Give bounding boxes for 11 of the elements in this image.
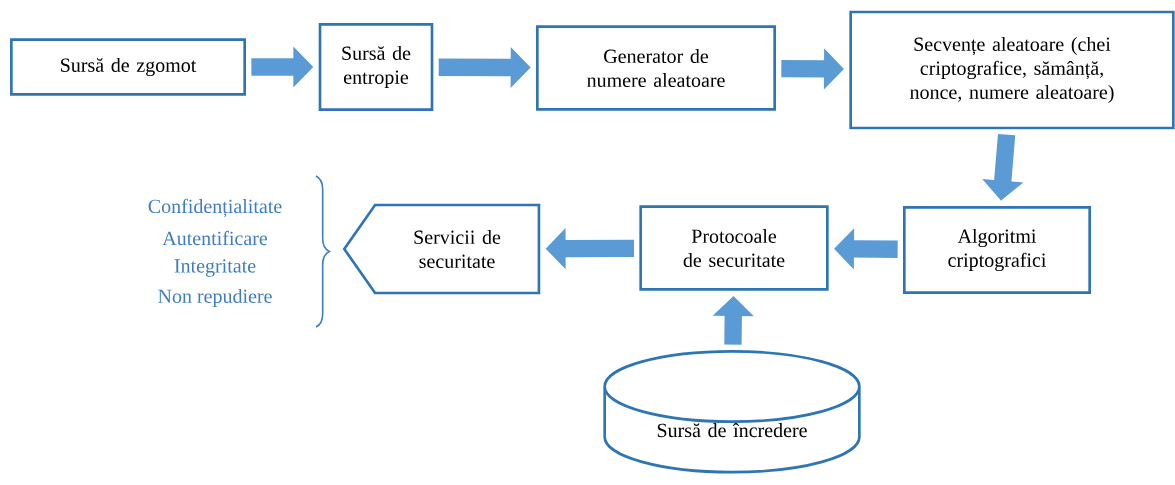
process-box: Generator de numere aleatoare: [536, 25, 776, 111]
process-box: Sursă de entropie: [318, 23, 434, 111]
service-label: Autentificare: [162, 230, 268, 246]
process-box: Algoritmi criptografici: [903, 206, 1091, 294]
pentagon-box: Servicii de securitate: [342, 203, 541, 295]
process-box: Sursă de zgomot: [10, 38, 246, 96]
service-label: Integritate: [174, 259, 256, 277]
service-label: Confidențialitate: [148, 198, 282, 218]
process-box: Secvențe aleatoare (chei criptografice, sămânță, nonce, numere aleatoare): [849, 10, 1175, 130]
process-box: Protocoale de securitate: [639, 205, 829, 291]
service-label: Non repudiere: [158, 288, 272, 308]
